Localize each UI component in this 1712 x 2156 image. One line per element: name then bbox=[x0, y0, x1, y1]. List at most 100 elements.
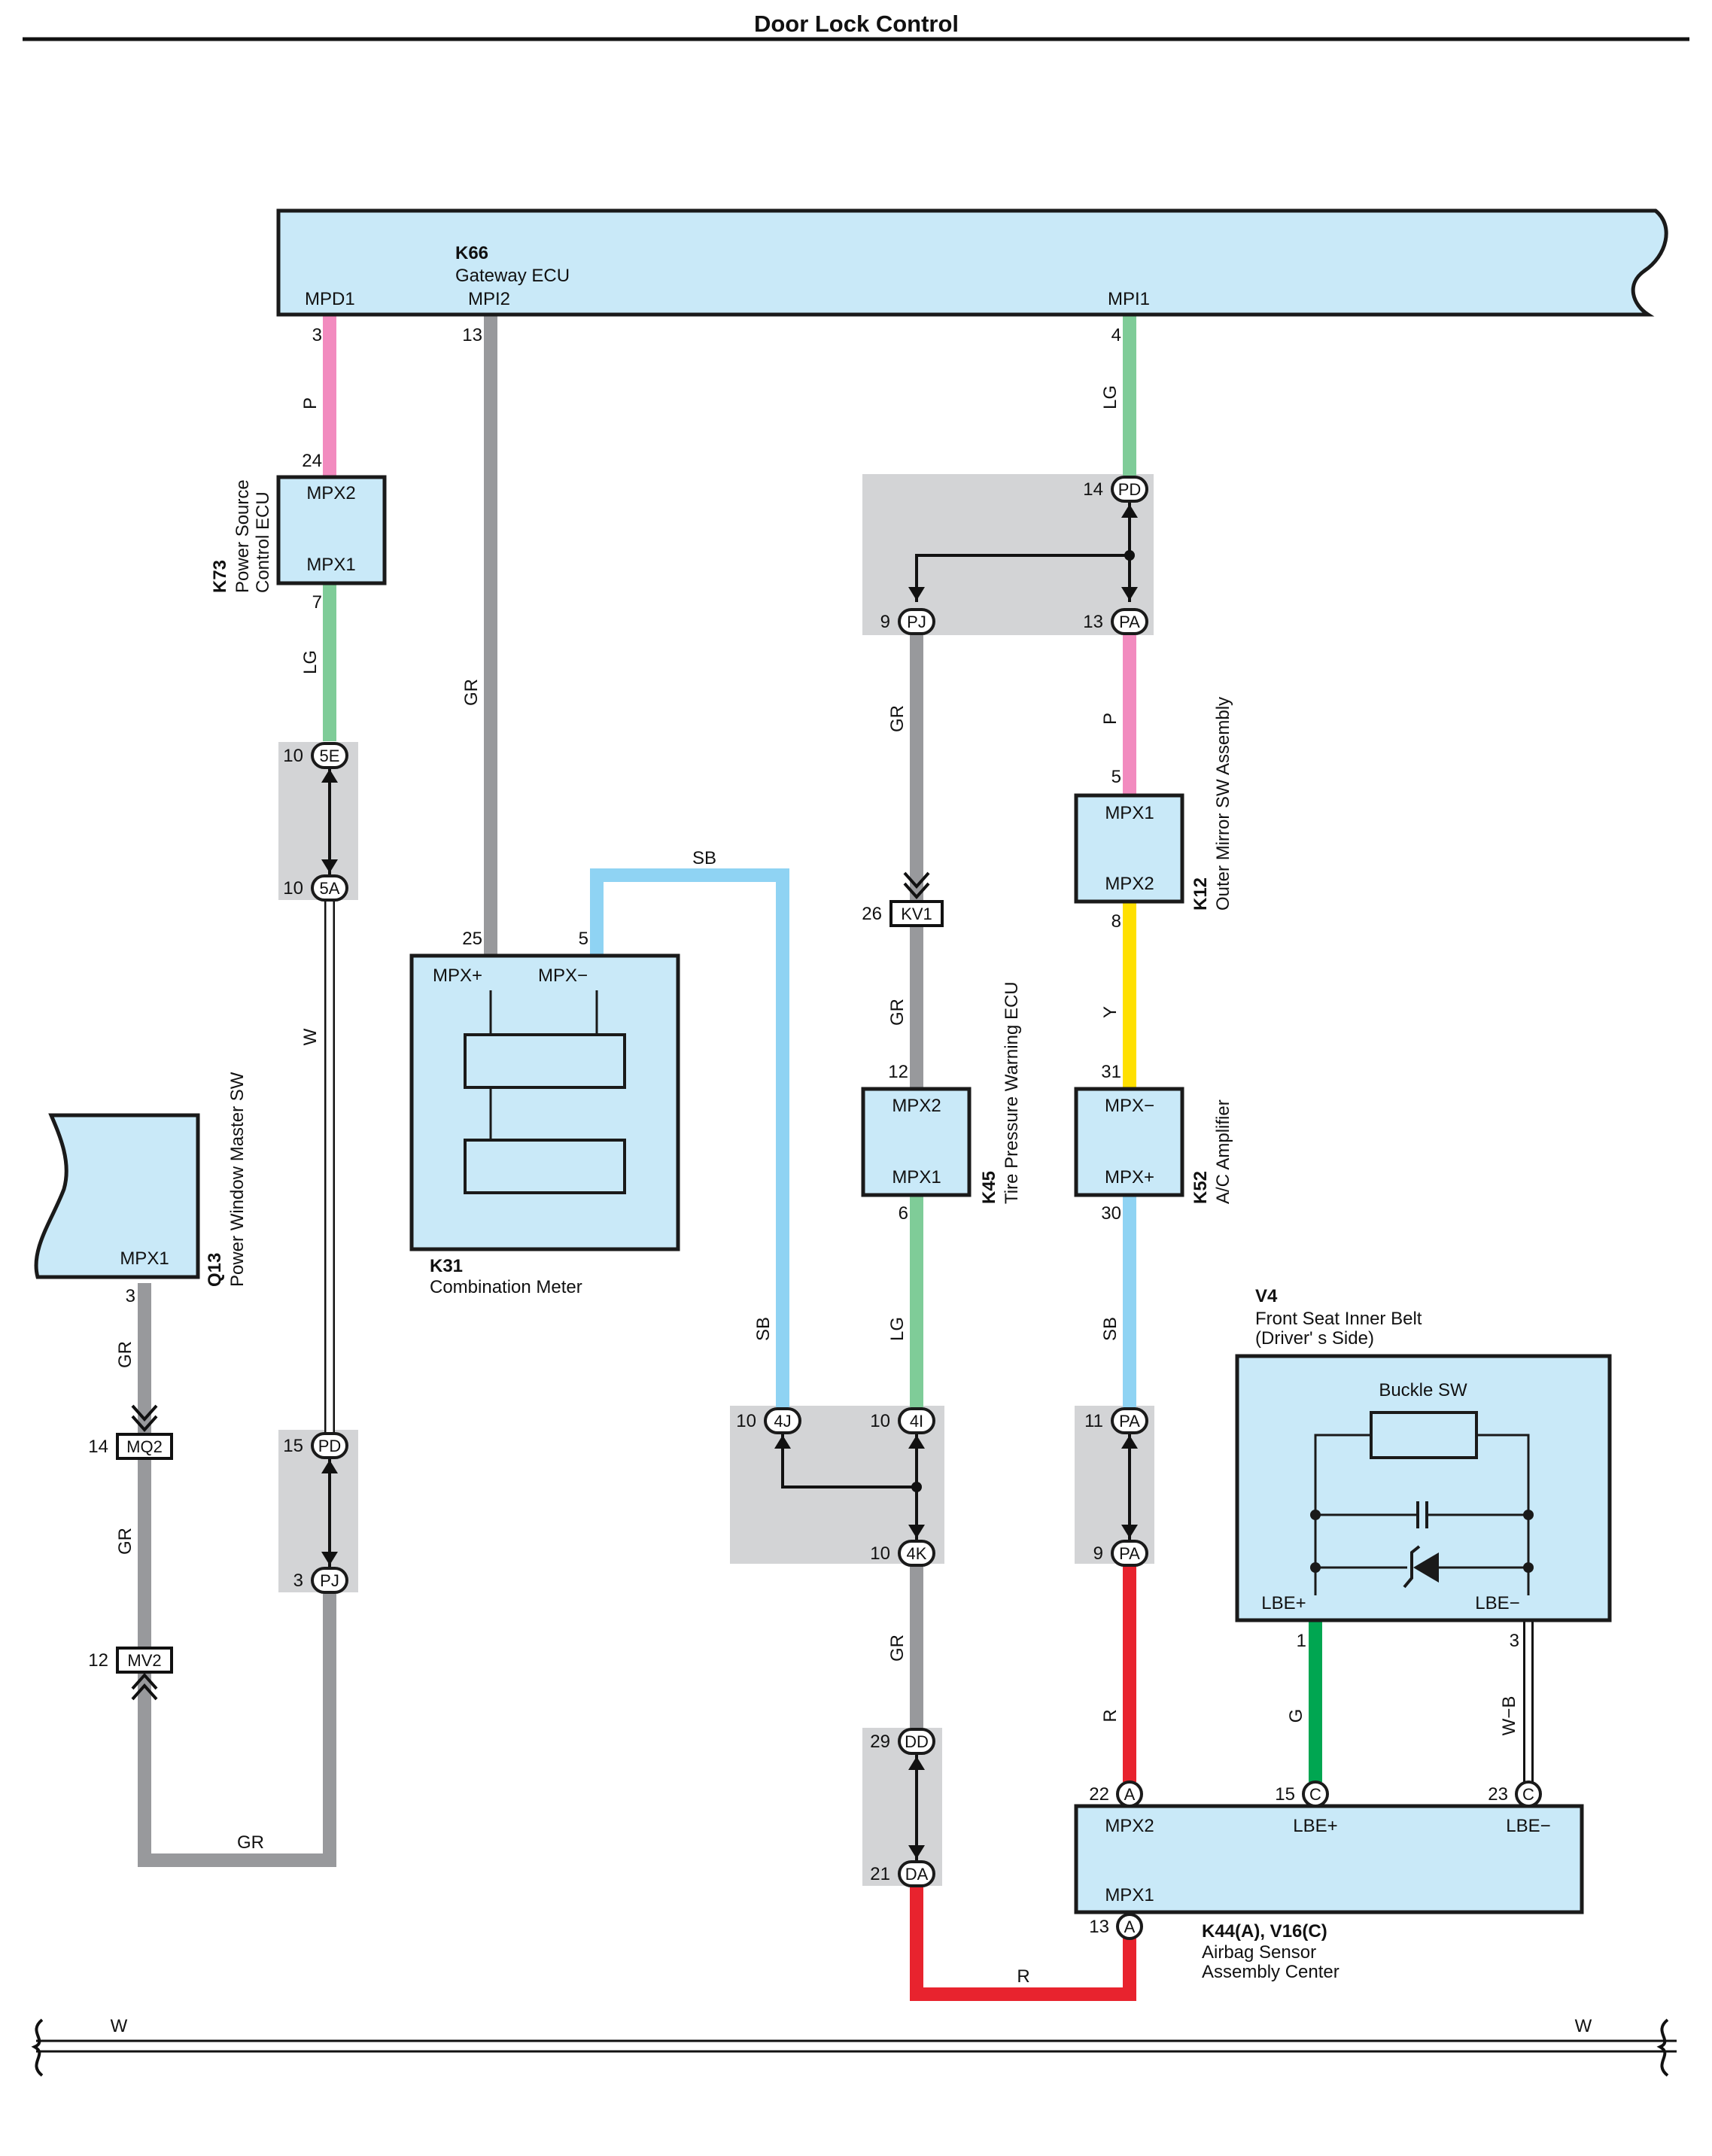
wire-label-wb1: W−B bbox=[1499, 1696, 1519, 1736]
bus-break-right bbox=[1656, 2018, 1669, 2077]
connector-kv1-pin: 26 bbox=[862, 904, 882, 924]
connector-da bbox=[898, 1860, 935, 1887]
pin-k44-mpx2: 22 bbox=[1089, 1784, 1109, 1805]
j5-arrow-up bbox=[321, 769, 338, 783]
k45-code: K45 bbox=[979, 1171, 999, 1204]
connector-c-left-label: C bbox=[1309, 1785, 1321, 1804]
k45-pin-mpx2: MPX2 bbox=[892, 1096, 941, 1116]
jt-arrow-up bbox=[1121, 504, 1138, 518]
q13-box bbox=[34, 1113, 200, 1279]
k12-code: K12 bbox=[1190, 877, 1211, 911]
connector-mq2-label: MQ2 bbox=[126, 1437, 163, 1456]
k44-pin-lbep: LBE+ bbox=[1293, 1816, 1337, 1836]
v4-buckle-sw-label: Buckle SW bbox=[1379, 1380, 1467, 1400]
connector-c-right-label: C bbox=[1522, 1785, 1534, 1804]
connector-kv1 bbox=[889, 900, 944, 927]
connector-pd-top bbox=[1111, 476, 1148, 503]
jt-arrow-down-pj bbox=[908, 587, 925, 601]
wire-label-r1: R bbox=[1100, 1709, 1121, 1722]
k52-code: K52 bbox=[1190, 1171, 1211, 1204]
connector-c-left bbox=[1302, 1780, 1329, 1808]
k73-name1: Power Source bbox=[233, 479, 253, 593]
connector-dd-label: DD bbox=[905, 1732, 929, 1751]
pin-k66-mpi2: 13 bbox=[462, 325, 482, 345]
jd-arrow-down bbox=[908, 1845, 925, 1859]
bottom-ground-bus: W W bbox=[31, 2016, 1677, 2077]
k45-pin-mpx1: MPX1 bbox=[892, 1167, 941, 1187]
connector-mq2-pin: 14 bbox=[88, 1437, 108, 1457]
bus-break-left bbox=[31, 2018, 44, 2077]
connector-4i-pin: 10 bbox=[870, 1411, 890, 1431]
wire-label-gr1: GR bbox=[461, 679, 482, 706]
connector-pa-low-pin: 9 bbox=[1093, 1543, 1103, 1564]
jp-arrow-down bbox=[321, 1552, 338, 1565]
wire-label-gr7: GR bbox=[237, 1832, 264, 1853]
k44-pin-mpx1: MPX1 bbox=[1105, 1885, 1154, 1905]
connector-5a-label: 5A bbox=[320, 879, 340, 898]
connector-5e-label: 5E bbox=[320, 747, 340, 765]
wire-label-sb2: SB bbox=[753, 1317, 774, 1341]
jt-arrow-down-pa bbox=[1121, 587, 1138, 601]
connector-mv2 bbox=[116, 1647, 173, 1674]
bus-label-left: W bbox=[111, 2016, 128, 2036]
capsule-connectors: PD 14 PJ 9 PA 13 5E 10 5A 10 PD 15 PJ 3 … bbox=[283, 476, 1148, 1887]
connector-pj-top-pin: 9 bbox=[880, 612, 890, 632]
wire-label-gr3: GR bbox=[887, 999, 908, 1026]
q13-pin-mpx1: MPX1 bbox=[120, 1248, 169, 1269]
q13-power-window-master-sw: MPX1 Q13 Power Window Master SW bbox=[34, 1072, 248, 1287]
k45-name: Tire Pressure Warning ECU bbox=[1002, 981, 1022, 1204]
k52-pin-mpxp: MPX+ bbox=[1105, 1167, 1154, 1187]
v4-pin-lbem: LBE− bbox=[1475, 1593, 1519, 1613]
pin-k52-mpxm: 31 bbox=[1101, 1062, 1121, 1082]
k66-pin-mpi2: MPI2 bbox=[468, 289, 510, 309]
k44-pin-mpx2: MPX2 bbox=[1105, 1816, 1154, 1836]
connector-4k-pin: 10 bbox=[870, 1543, 890, 1564]
junction-block-5e-5a bbox=[278, 742, 358, 900]
k52-pin-mpxm: MPX− bbox=[1105, 1096, 1154, 1116]
jd-arrow-up bbox=[908, 1756, 925, 1770]
k66-code: K66 bbox=[455, 243, 488, 263]
pin-v4-lbep: 1 bbox=[1297, 1631, 1306, 1651]
connector-a-bottom bbox=[1116, 1913, 1143, 1940]
connector-pa-top-label: PA bbox=[1119, 613, 1140, 631]
wire-label-gr5: GR bbox=[115, 1341, 135, 1368]
wire-label-g1: G bbox=[1286, 1709, 1306, 1723]
wire-label-sb3: SB bbox=[1100, 1317, 1121, 1341]
connector-5e bbox=[311, 742, 348, 769]
v4-code: V4 bbox=[1255, 1286, 1278, 1306]
pin-k12-mpx2: 8 bbox=[1111, 911, 1121, 932]
connector-pj-left-pin: 3 bbox=[293, 1571, 303, 1591]
connector-pd-top-pin: 14 bbox=[1083, 479, 1103, 500]
k12-pin-mpx1: MPX1 bbox=[1105, 803, 1154, 823]
k73-power-source-control-ecu: MPX2 MPX1 K73 Power Source Control ECU bbox=[210, 475, 387, 593]
connector-4k bbox=[898, 1540, 935, 1567]
k73-code: K73 bbox=[210, 560, 230, 593]
connector-kv1-label: KV1 bbox=[901, 905, 932, 923]
connector-pd-left-label: PD bbox=[318, 1437, 342, 1455]
jp-arrow-up bbox=[321, 1460, 338, 1473]
mq2-chevron-1 bbox=[131, 1404, 158, 1422]
j4-arrow-4i bbox=[908, 1435, 925, 1449]
k45-tire-pressure-warning-ecu: MPX2 MPX1 K45 Tire Pressure Warning ECU bbox=[861, 981, 1022, 1204]
pin-k45-mpx2: 12 bbox=[888, 1062, 908, 1082]
connector-dd-pin: 29 bbox=[870, 1732, 890, 1752]
zener-bar bbox=[1403, 1545, 1421, 1589]
connector-4i bbox=[898, 1407, 935, 1434]
diagram-title: Door Lock Control bbox=[754, 11, 959, 37]
k66-gateway-ecu: K66 Gateway ECU MPD1 MPI2 MPI1 bbox=[276, 208, 1668, 317]
wire-label-lg3: LG bbox=[887, 1317, 908, 1341]
pin-k44-lbem: 23 bbox=[1488, 1784, 1508, 1805]
junction-block-dd-da bbox=[862, 1728, 942, 1886]
wire-label-gr6: GR bbox=[115, 1528, 135, 1555]
connector-pd-top-label: PD bbox=[1118, 480, 1142, 499]
pin-k31-mpxp: 25 bbox=[462, 929, 482, 949]
wire-label-p1: P bbox=[300, 397, 321, 409]
k44-name1: Airbag Sensor bbox=[1202, 1942, 1316, 1963]
k66-name: Gateway ECU bbox=[455, 266, 570, 286]
connector-4j bbox=[764, 1407, 801, 1434]
connector-4k-label: 4K bbox=[907, 1544, 927, 1563]
k45-box bbox=[861, 1087, 972, 1197]
j4-node bbox=[911, 1482, 922, 1492]
connector-4j-pin: 10 bbox=[736, 1411, 756, 1431]
